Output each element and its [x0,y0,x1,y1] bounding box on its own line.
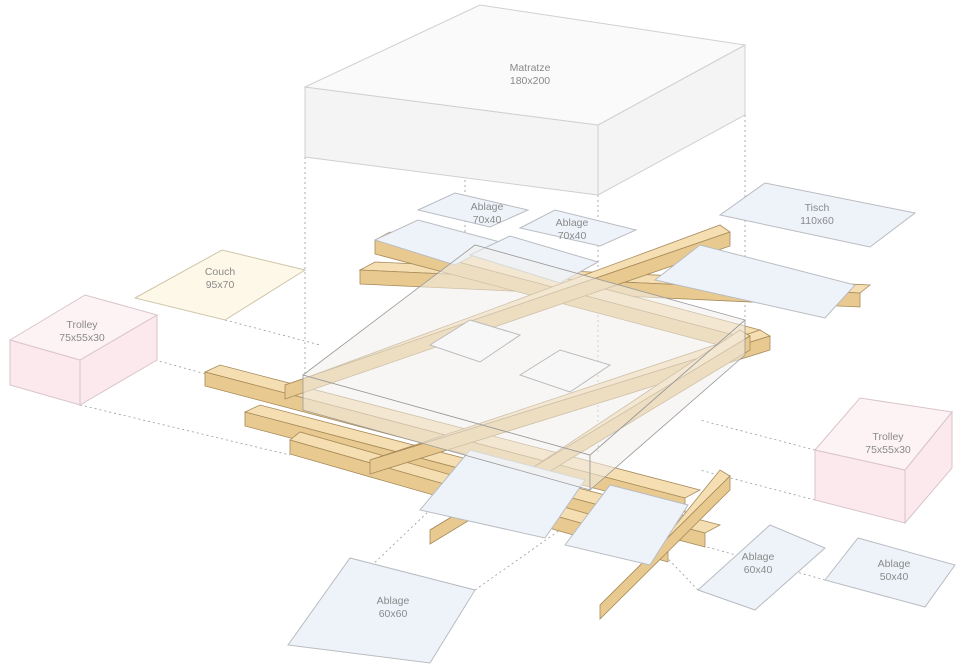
label-size: 60x60 [378,607,408,620]
mattress-box [303,4,747,196]
mounted-plates [373,219,856,566]
label-size: 95x70 [205,278,235,291]
label-size: 75x55x30 [59,331,105,344]
glass-volume [302,244,746,491]
label-size: 180x200 [509,74,551,87]
label-name: Ablage [376,595,410,607]
trolley-right [814,397,953,525]
label-size: 75x55x30 [865,443,911,456]
label-name: Ablage [741,551,775,563]
label-name: Ablage [877,558,911,570]
label-size: 110x60 [800,214,834,227]
label-name: Ablage [470,201,504,213]
label-size: 50x40 [879,570,909,583]
label-size: 70x40 [472,213,502,226]
label-name: Trolley [872,431,904,443]
label-size: 70x40 [557,229,587,242]
label-name: Matratze [509,62,551,74]
loose-plates [287,182,956,664]
label-name: Couch [204,266,236,278]
label-size: 60x40 [743,563,773,576]
label-name: Trolley [66,319,98,331]
couch-plate [133,249,307,321]
trolley-left [8,294,159,406]
label-name: Tisch [804,202,830,214]
label-name: Ablage [555,217,589,229]
